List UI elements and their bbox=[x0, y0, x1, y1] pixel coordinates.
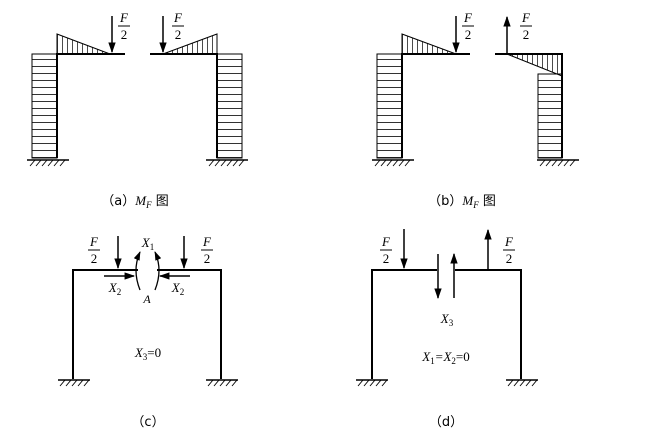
caption-a: （a）MF 图 bbox=[101, 193, 168, 210]
load-num: F bbox=[521, 10, 531, 25]
load-num: F bbox=[381, 234, 391, 249]
load-num: F bbox=[202, 234, 212, 249]
condition-d: X1=X2=0 bbox=[421, 349, 470, 366]
load-num: F bbox=[504, 234, 514, 249]
moment-diagram-right-column-a bbox=[216, 53, 243, 159]
label-x1: X1 bbox=[141, 235, 154, 252]
moment-diagram-right-beam-a bbox=[162, 33, 218, 55]
caption-c: （c） bbox=[131, 415, 164, 430]
frame-right-half-a bbox=[150, 53, 218, 158]
x1-moment-arc-left bbox=[133, 251, 141, 291]
caption-b: （b）MF 图 bbox=[428, 193, 496, 210]
load-num: F bbox=[173, 10, 183, 25]
fixed-support-hatch bbox=[539, 159, 576, 167]
frame-left-half-c bbox=[72, 269, 138, 379]
fixed-support-hatch bbox=[374, 159, 411, 167]
frame-right-half-d bbox=[455, 269, 522, 379]
frame-right-half-b bbox=[495, 53, 563, 158]
moment-diagram-right-column-b bbox=[537, 73, 563, 159]
caption-d: （d） bbox=[429, 415, 463, 430]
frame-right-half-c bbox=[157, 269, 222, 379]
x1-moment-arc-right bbox=[154, 251, 162, 291]
load-num: F bbox=[89, 234, 99, 249]
load-den: 2 bbox=[383, 251, 390, 266]
load-den: 2 bbox=[204, 251, 211, 266]
load-den: 2 bbox=[121, 27, 128, 42]
moment-diagram-right-beam-b bbox=[506, 53, 563, 77]
load-den: 2 bbox=[506, 251, 513, 266]
panel-c: F 2 F 2 X1 X2 X2 A X3=0 （c） bbox=[58, 234, 238, 430]
load-num: F bbox=[463, 10, 473, 25]
fixed-support-hatch bbox=[357, 379, 388, 387]
frame-left-half-a bbox=[56, 53, 125, 158]
load-den: 2 bbox=[523, 27, 530, 42]
load-den: 2 bbox=[175, 27, 182, 42]
panel-a: F 2 F 2 （a）MF 图 bbox=[27, 10, 248, 210]
fixed-support-hatch bbox=[29, 159, 66, 167]
moment-diagram-left-column-b bbox=[376, 53, 403, 159]
frame-left-half-b bbox=[401, 53, 470, 158]
label-x3: X3 bbox=[440, 311, 454, 328]
moment-diagram-left-beam-b bbox=[401, 33, 457, 55]
label-x2-right: X2 bbox=[171, 280, 184, 297]
label-x2-left: X2 bbox=[108, 280, 121, 297]
panel-d: F 2 F 2 X3 X1=X2=0 （d） bbox=[356, 228, 538, 430]
moment-diagram-left-beam-a bbox=[56, 33, 111, 55]
load-den: 2 bbox=[91, 251, 98, 266]
frame-left-half-d bbox=[371, 269, 437, 379]
fixed-support-hatch bbox=[207, 379, 238, 387]
load-num: F bbox=[119, 10, 129, 25]
load-den: 2 bbox=[465, 27, 472, 42]
label-point-a: A bbox=[142, 292, 151, 306]
fixed-support-hatch bbox=[208, 159, 245, 167]
fixed-support-hatch bbox=[59, 379, 90, 387]
moment-diagram-left-column-a bbox=[31, 53, 58, 159]
fixed-support-hatch bbox=[507, 379, 538, 387]
condition-c: X3=0 bbox=[134, 345, 161, 362]
panel-b: F 2 F 2 （b）MF 图 bbox=[372, 10, 579, 210]
